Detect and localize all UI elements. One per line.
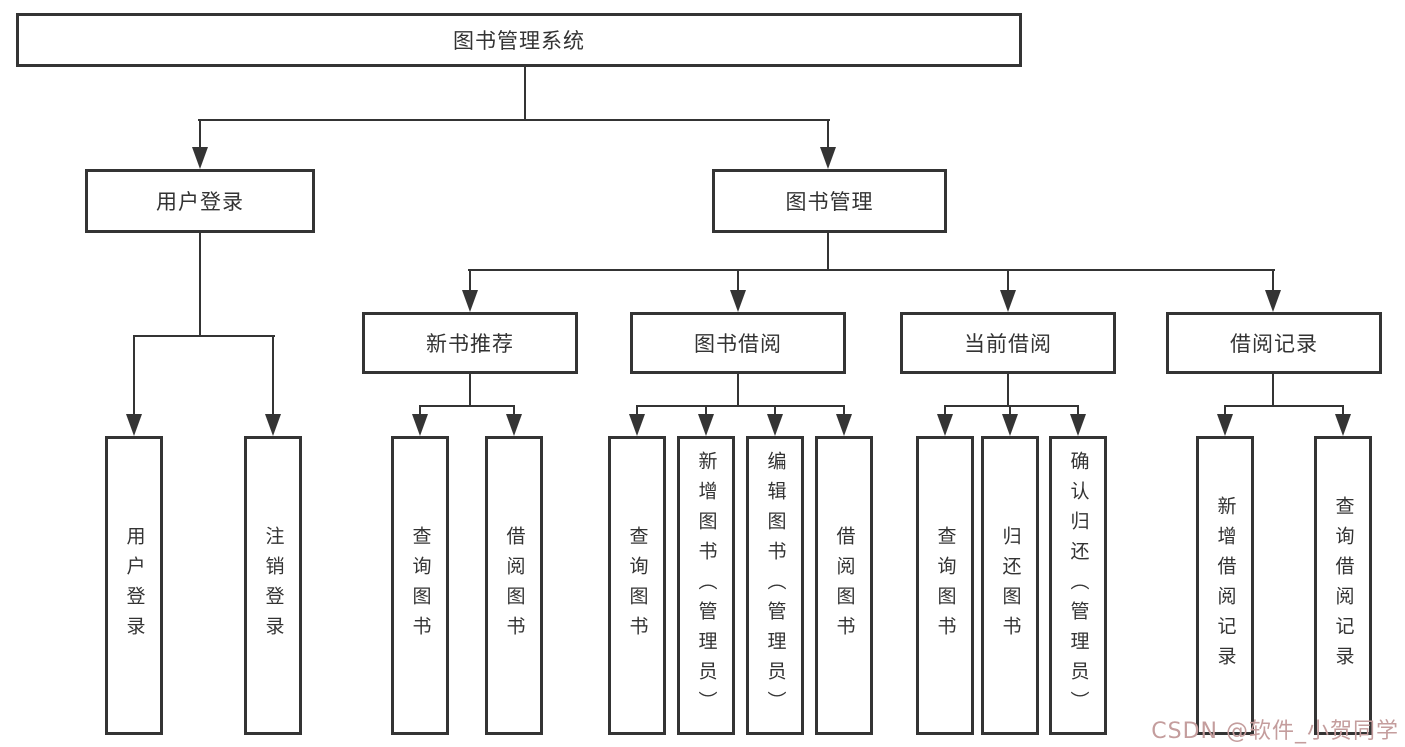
connector-arrowhead <box>1000 290 1016 312</box>
connector-line <box>469 374 471 406</box>
connector-arrowhead <box>730 290 746 312</box>
connector-line <box>636 405 638 418</box>
node-new-book-recommend-label: 新书推荐 <box>426 332 514 356</box>
leaf-borrow-books-label: 借阅图书 <box>833 525 856 646</box>
connector-arrowhead <box>629 414 645 436</box>
connector-line <box>199 119 201 150</box>
node-current-borrowing-label: 当前借阅 <box>964 332 1052 356</box>
connector-arrowhead <box>836 414 852 436</box>
node-user-login-label: 用户登录 <box>156 190 244 214</box>
connector-line <box>133 335 135 418</box>
connector-arrowhead <box>462 290 478 312</box>
leaf-query-borrow-record-label: 查询借阅记录 <box>1332 495 1355 676</box>
connector-line <box>737 374 739 406</box>
connector-line <box>737 269 739 293</box>
connector-line <box>827 119 829 150</box>
connector-line <box>198 119 830 121</box>
connector-line <box>827 233 829 270</box>
node-root: 图书管理系统 <box>16 13 1022 67</box>
connector-line <box>1224 405 1226 418</box>
connector-line <box>636 405 845 407</box>
connector-line <box>272 335 274 418</box>
connector-line <box>944 405 1079 407</box>
connector-arrowhead <box>698 414 714 436</box>
watermark: CSDN @软件_小贺同学 <box>1151 719 1399 744</box>
connector-line <box>513 405 515 418</box>
leaf-borrow-books: 借阅图书 <box>815 436 873 735</box>
connector-arrowhead <box>767 414 783 436</box>
leaf-add-books-admin: 新增图书（管理员） <box>677 436 735 735</box>
connector-arrowhead <box>820 147 836 169</box>
connector-line <box>1342 405 1344 418</box>
connector-arrowhead <box>126 414 142 436</box>
connector-arrowhead <box>412 414 428 436</box>
leaf-query-books-recommend-label: 查询图书 <box>409 525 432 646</box>
leaf-add-borrow-record-label: 新增借阅记录 <box>1214 495 1237 676</box>
node-user-login: 用户登录 <box>85 169 315 233</box>
leaf-add-borrow-record: 新增借阅记录 <box>1196 436 1254 735</box>
connector-line <box>469 269 471 293</box>
connector-arrowhead <box>506 414 522 436</box>
leaf-query-books-current-label: 查询图书 <box>934 525 957 646</box>
connector-line <box>1009 405 1011 418</box>
connector-line <box>199 233 201 336</box>
connector-line <box>524 67 526 120</box>
leaf-confirm-return-admin-label: 确认归还（管理员） <box>1067 450 1090 721</box>
connector-line <box>774 405 776 418</box>
leaf-query-books-borrowing-label: 查询图书 <box>626 525 649 646</box>
node-current-borrowing: 当前借阅 <box>900 312 1116 374</box>
node-book-management: 图书管理 <box>712 169 947 233</box>
connector-line <box>705 405 707 418</box>
leaf-user-login-label: 用户登录 <box>123 525 146 646</box>
node-book-borrowing-label: 图书借阅 <box>694 332 782 356</box>
connector-line <box>843 405 845 418</box>
leaf-return-books: 归还图书 <box>981 436 1039 735</box>
leaf-return-books-label: 归还图书 <box>999 525 1022 646</box>
connector-arrowhead <box>1265 290 1281 312</box>
leaf-query-books-recommend: 查询图书 <box>391 436 449 735</box>
leaf-user-login: 用户登录 <box>105 436 163 735</box>
connector-arrowhead <box>937 414 953 436</box>
leaf-edit-books-admin: 编辑图书（管理员） <box>746 436 804 735</box>
leaf-confirm-return-admin: 确认归还（管理员） <box>1049 436 1107 735</box>
leaf-edit-books-admin-label: 编辑图书（管理员） <box>764 450 787 721</box>
leaf-query-books-borrowing: 查询图书 <box>608 436 666 735</box>
connector-line <box>1077 405 1079 418</box>
connector-line <box>468 269 1275 271</box>
node-book-borrowing: 图书借阅 <box>630 312 846 374</box>
node-root-label: 图书管理系统 <box>453 29 585 53</box>
connector-arrowhead <box>1335 414 1351 436</box>
leaf-query-borrow-record: 查询借阅记录 <box>1314 436 1372 735</box>
connector-line <box>1007 269 1009 293</box>
connector-line <box>1272 374 1274 406</box>
leaf-borrow-books-recommend: 借阅图书 <box>485 436 543 735</box>
node-book-management-label: 图书管理 <box>785 190 874 214</box>
connector-arrowhead <box>1002 414 1018 436</box>
connector-arrowhead <box>1070 414 1086 436</box>
connector-line <box>419 405 421 418</box>
connector-arrowhead <box>1217 414 1233 436</box>
connector-line <box>133 335 275 337</box>
connector-line <box>1272 269 1274 293</box>
leaf-logout: 注销登录 <box>244 436 302 735</box>
node-new-book-recommend: 新书推荐 <box>362 312 578 374</box>
connector-line <box>1224 405 1344 407</box>
leaf-borrow-books-recommend-label: 借阅图书 <box>503 525 526 646</box>
connector-line <box>944 405 946 418</box>
connector-line <box>1007 374 1009 406</box>
leaf-add-books-admin-label: 新增图书（管理员） <box>695 450 718 721</box>
leaf-query-books-current: 查询图书 <box>916 436 974 735</box>
connector-arrowhead <box>265 414 281 436</box>
leaf-logout-label: 注销登录 <box>262 525 285 646</box>
connector-line <box>419 405 515 407</box>
node-borrow-records: 借阅记录 <box>1166 312 1382 374</box>
connector-arrowhead <box>192 147 208 169</box>
node-borrow-records-label: 借阅记录 <box>1230 332 1318 356</box>
